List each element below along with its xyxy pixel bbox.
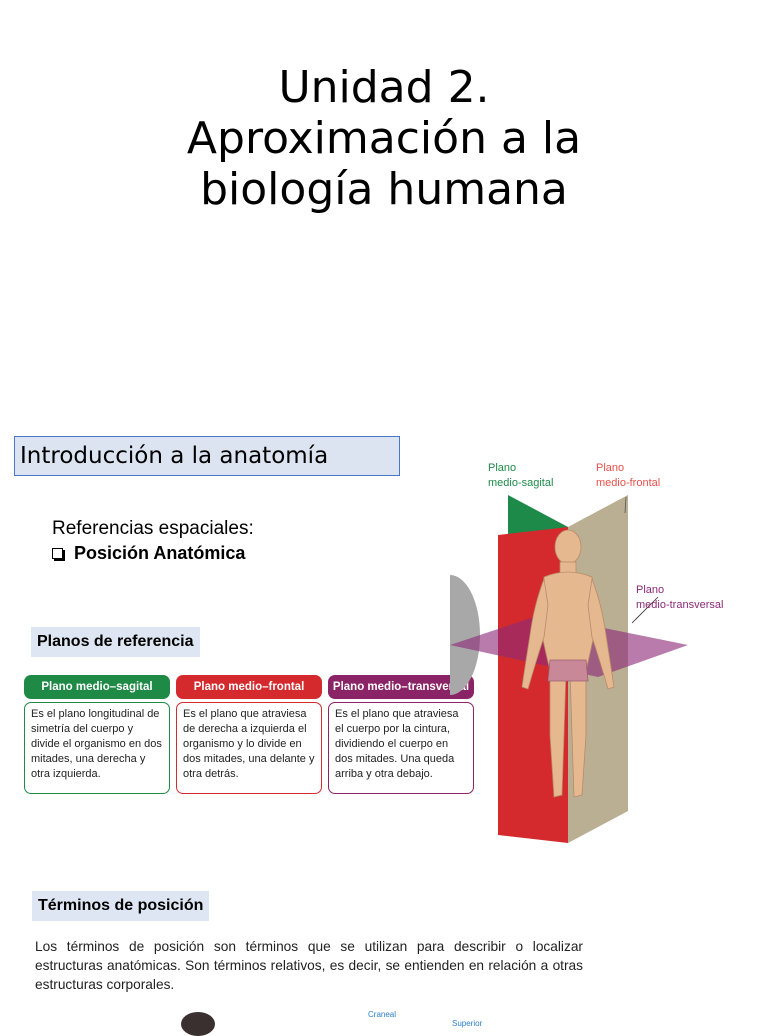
label-sagital-line2: medio-sagital: [488, 477, 553, 489]
spatial-references: Referencias espaciales: Posición Anatómi…: [52, 518, 254, 564]
label-transversal-line1: Plano: [636, 584, 664, 596]
frontal-pointer-line: [624, 496, 627, 514]
plane-title-sagital: Plano medio–sagital: [24, 675, 170, 699]
plane-text-transversal: Es el plano que atraviesa el cuerpo por …: [328, 702, 474, 794]
head-silhouette: [181, 1012, 215, 1036]
title-line-1: Unidad 2.: [278, 62, 490, 113]
transversal-pointer-line: [631, 596, 659, 624]
title-line-3: biología humana: [200, 164, 568, 215]
anatomical-position-label: Posición Anatómica: [74, 543, 246, 563]
label-transversal-line2: medio-transversal: [636, 599, 723, 611]
positions-heading: Términos de posición: [32, 891, 210, 921]
plane-title-frontal: Plano medio–frontal: [176, 675, 322, 699]
title-line-2: Aproximación a la: [186, 113, 582, 164]
plane-text-sagital: Es el plano longitudinal de simetría del…: [24, 702, 170, 794]
label-sagital-line1: Plano: [488, 462, 516, 474]
label-frontal-line2: medio-frontal: [596, 477, 660, 489]
checkbox-bullet-icon: [52, 548, 63, 559]
plane-card-transversal: Plano medio–transversal Es el plano que …: [328, 675, 474, 795]
plane-title-transversal: Plano medio–transversal: [328, 675, 474, 699]
label-frontal-line1: Plano: [596, 462, 624, 474]
anatomical-position-item: Posición Anatómica: [52, 543, 254, 564]
human-body-icon: [521, 529, 615, 798]
anatomical-planes-figure: Plano medio-sagital Plano medio-frontal …: [450, 462, 723, 843]
plane-text-frontal: Es el plano que atraviesa de derecha a i…: [176, 702, 322, 794]
positions-paragraph: Los términos de posición son términos qu…: [35, 939, 583, 992]
references-label: Referencias espaciales:: [52, 518, 254, 539]
plane-card-sagital: Plano medio–sagital Es el plano longitud…: [24, 675, 170, 795]
planes-heading: Planos de referencia: [31, 627, 200, 657]
plane-card-frontal: Plano medio–frontal Es el plano que atra…: [176, 675, 322, 795]
slide-title: Unidad 2. Aproximación a la biología hum…: [0, 62, 768, 215]
gray-shape: [450, 575, 480, 695]
intro-heading: Introducción a la anatomía: [14, 436, 400, 476]
label-craneal: Craneal: [368, 1010, 397, 1019]
